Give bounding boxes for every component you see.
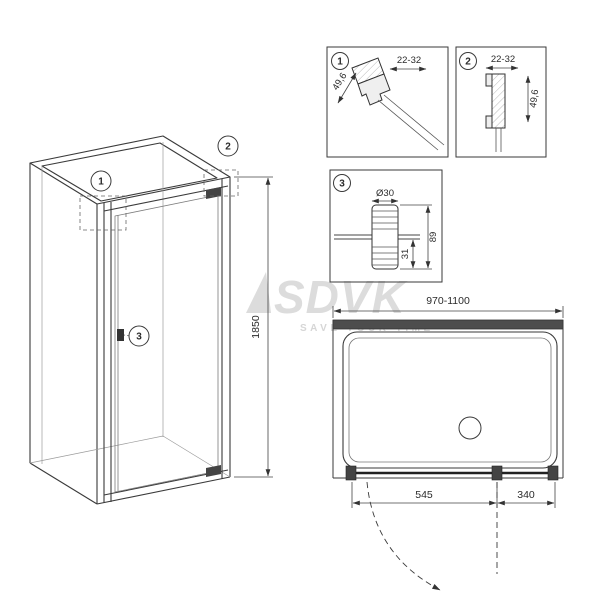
detail-view-1: 1 22-32 49,6	[326, 46, 449, 158]
detail-3-length-text: 89	[428, 232, 439, 243]
detail-1-range-text: 22-32	[397, 55, 421, 66]
left-wall-profile	[345, 465, 357, 481]
plan-fixed-width-text: 340	[517, 489, 535, 501]
plan-width-range-text: 970-1100	[426, 295, 470, 307]
watermark-brand-text: SDVK	[274, 271, 408, 323]
detail-view-3: 3 Ø30 89 31	[329, 169, 443, 283]
callout-1-circle	[90, 170, 112, 192]
callout-1-label: 1	[98, 177, 104, 188]
plan-view: 970-1100 545	[332, 295, 564, 591]
callout-2-label: 2	[225, 142, 231, 153]
detail-view-2: 2 22-32 49,6	[455, 46, 547, 158]
detail-1-label: 1	[337, 57, 343, 68]
callout-3-label: 3	[136, 332, 142, 343]
pivot-profile	[491, 465, 503, 481]
detail-3-offset-text: 31	[400, 249, 411, 260]
detail-2-label: 2	[465, 57, 471, 68]
callout-3-circle	[128, 325, 150, 347]
shower-tray	[342, 331, 558, 469]
height-dimension: 1850	[234, 176, 273, 478]
bottom-hinge	[206, 465, 221, 477]
door-handle	[117, 329, 124, 341]
right-wall-profile	[547, 465, 559, 481]
detail-2-depth-text: 49,6	[528, 89, 541, 109]
detail-2-range-text: 22-32	[491, 54, 515, 65]
main-view-callouts: 1 2 3	[79, 135, 239, 347]
callout-2-circle	[217, 135, 239, 157]
front-edge	[345, 465, 559, 481]
top-hinge	[206, 187, 221, 199]
door-swing	[366, 481, 498, 591]
back-wall	[332, 319, 564, 330]
detail-3-label: 3	[339, 179, 345, 190]
detail-3-diameter-text: Ø30	[376, 188, 394, 199]
dim-height-text: 1850	[250, 315, 262, 339]
main-axonometric-view	[29, 135, 231, 505]
drain-circle	[458, 416, 482, 440]
plan-door-width-text: 545	[415, 489, 433, 501]
